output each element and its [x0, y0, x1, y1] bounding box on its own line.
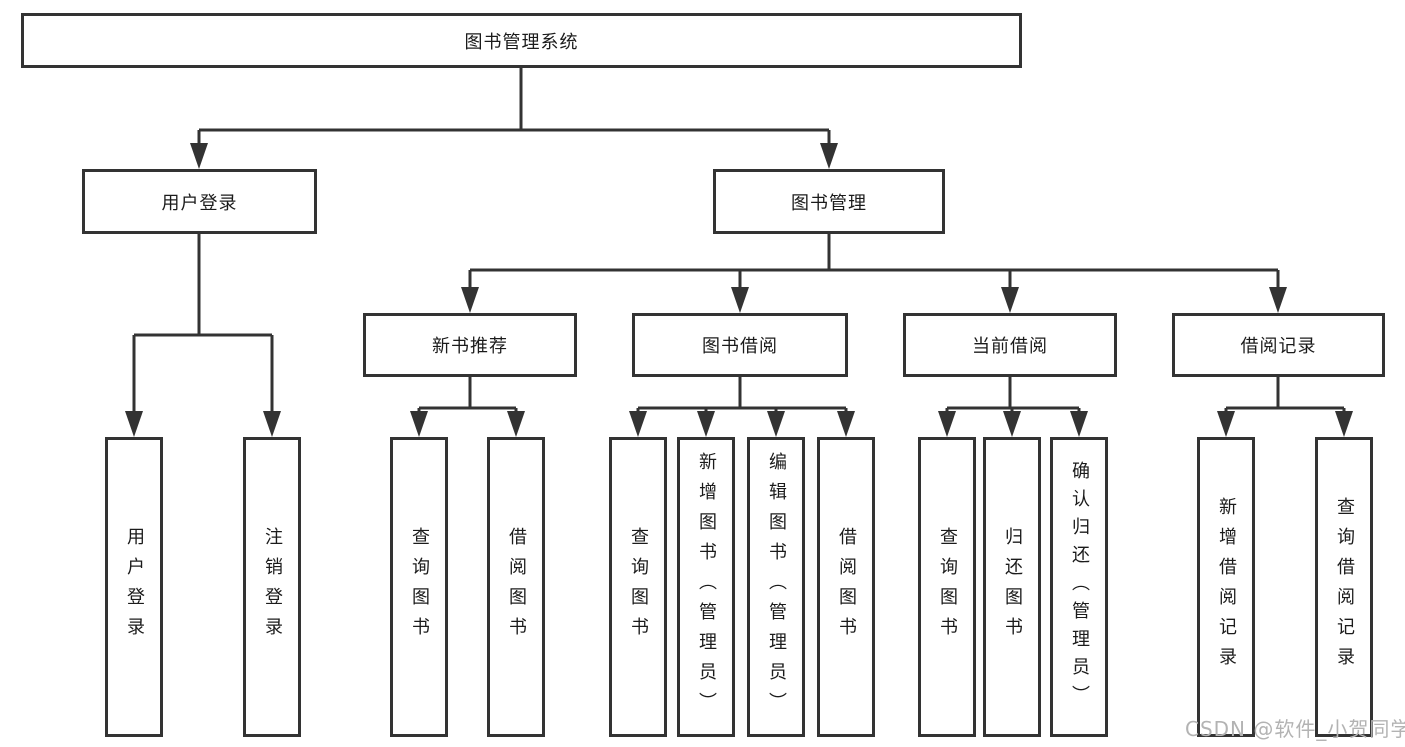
node-leaf-recommend-query-books: 查询图书 — [390, 437, 448, 737]
node-current-borrowing: 当前借阅 — [903, 313, 1117, 377]
node-label: 图书借阅 — [702, 336, 778, 357]
node-label: 借阅图书 — [836, 527, 857, 647]
node-leaf-logout: 注销登录 — [243, 437, 301, 737]
node-label: 查询借阅记录 — [1334, 497, 1355, 677]
node-label: 归还图书 — [1002, 527, 1023, 647]
node-label: 当前借阅 — [972, 336, 1048, 357]
node-leaf-add-borrow-record: 新增借阅记录 — [1197, 437, 1255, 737]
node-label: 用户登录 — [124, 527, 145, 647]
node-label: 新增图书（管理员） — [696, 452, 717, 722]
node-leaf-query-borrow-record: 查询借阅记录 — [1315, 437, 1373, 737]
node-user-login: 用户登录 — [82, 169, 317, 234]
node-leaf-current-query-books: 查询图书 — [918, 437, 976, 737]
node-label: 编辑图书（管理员） — [766, 452, 787, 722]
node-label: 图书管理 — [791, 192, 867, 214]
node-book-management: 图书管理 — [713, 169, 945, 234]
node-leaf-confirm-return-admin: 确认归还（管理员） — [1050, 437, 1108, 737]
node-label: 确认归还（管理员） — [1069, 461, 1090, 713]
node-label: 用户登录 — [161, 192, 238, 214]
node-label: 查询图书 — [937, 527, 958, 647]
node-leaf-return-books: 归还图书 — [983, 437, 1041, 737]
csdn-watermark: CSDN @软件_小贺同学 — [1185, 717, 1405, 741]
node-book-borrowing: 图书借阅 — [632, 313, 848, 377]
node-label: 图书管理系统 — [464, 31, 579, 53]
node-label: 查询图书 — [628, 527, 649, 647]
node-borrowing-records: 借阅记录 — [1172, 313, 1385, 377]
node-leaf-borrowing-query-books: 查询图书 — [609, 437, 667, 737]
node-label: 新书推荐 — [432, 336, 508, 357]
node-label: 借阅图书 — [506, 527, 527, 647]
node-label: 新增借阅记录 — [1216, 497, 1237, 677]
node-new-book-recommendation: 新书推荐 — [363, 313, 577, 377]
node-leaf-add-books-admin: 新增图书（管理员） — [677, 437, 735, 737]
node-leaf-edit-books-admin: 编辑图书（管理员） — [747, 437, 805, 737]
node-root-book-management-system: 图书管理系统 — [21, 13, 1022, 68]
node-label: 查询图书 — [409, 527, 430, 647]
node-leaf-borrowing-borrow-books: 借阅图书 — [817, 437, 875, 737]
node-leaf-recommend-borrow-books: 借阅图书 — [487, 437, 545, 737]
node-label: 注销登录 — [262, 527, 283, 647]
node-leaf-user-login: 用户登录 — [105, 437, 163, 737]
node-label: 借阅记录 — [1240, 336, 1317, 357]
